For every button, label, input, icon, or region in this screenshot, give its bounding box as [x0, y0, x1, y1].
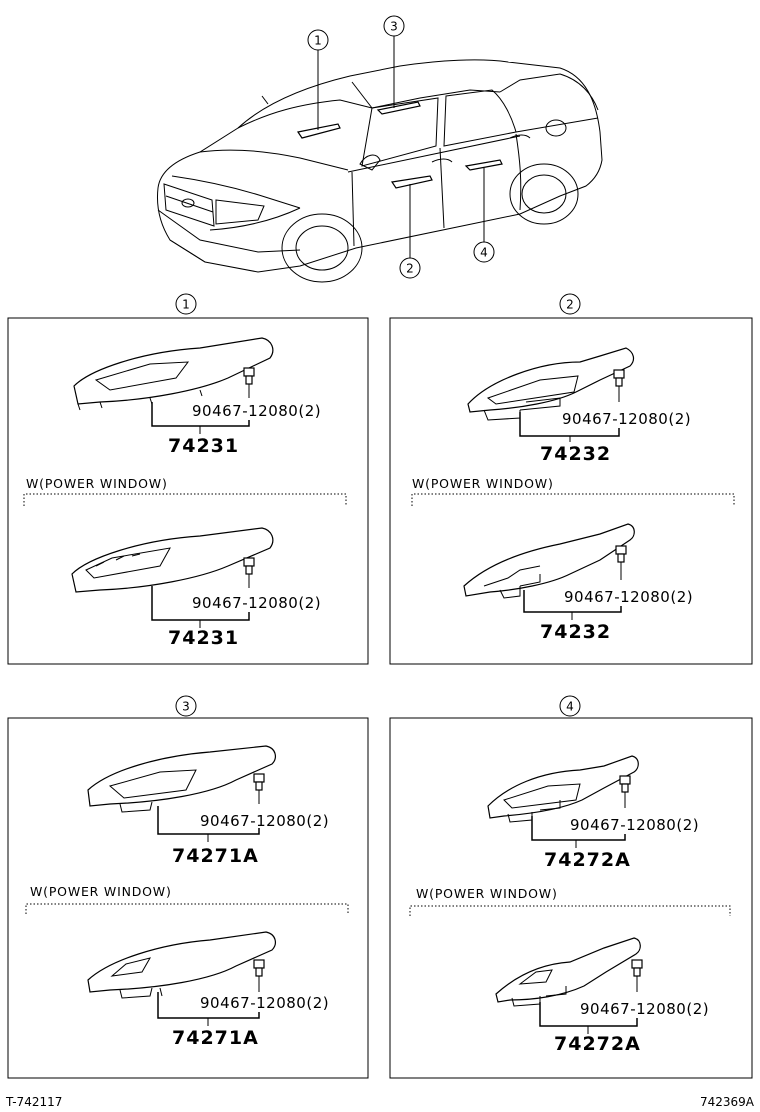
part-number: 74231 — [168, 435, 239, 457]
screw-part-number: 90467-12080(2) — [192, 402, 321, 420]
part-number: 74232 — [540, 443, 611, 465]
svg-text:1: 1 — [182, 298, 190, 312]
screw-icon — [253, 959, 265, 977]
condition-label: W(POWER WINDOW) — [26, 476, 168, 491]
car-illustration — [157, 59, 603, 283]
panel-4: 4 90467-12080(2) 74272A W(POWER WINDOW) … — [389, 695, 753, 1079]
callout-1: 1 — [314, 34, 322, 48]
footer-left-code: T-742117 — [5, 1095, 62, 1109]
screw-icon — [613, 369, 625, 387]
screw-part-number: 90467-12080(2) — [570, 816, 699, 834]
screw-part-number: 90467-12080(2) — [192, 594, 321, 612]
screw-icon — [619, 775, 631, 793]
screw-part-number: 90467-12080(2) — [200, 994, 329, 1012]
svg-text:4: 4 — [566, 700, 574, 714]
callout-3: 3 — [390, 20, 398, 34]
part-number: 74272A — [544, 849, 631, 871]
svg-text:2: 2 — [566, 298, 574, 312]
condition-label: W(POWER WINDOW) — [30, 884, 172, 899]
footer-right-code: 742369A — [700, 1095, 755, 1109]
screw-icon — [253, 773, 265, 791]
screw-part-number: 90467-12080(2) — [562, 410, 691, 428]
panel-2: 2 90467-12080(2) 74232 W(POWER WINDOW) 9… — [389, 293, 753, 665]
condition-label: W(POWER WINDOW) — [416, 886, 558, 901]
callout-2: 2 — [406, 262, 414, 276]
screw-icon — [243, 367, 255, 385]
screw-icon — [615, 545, 627, 563]
part-number: 74272A — [554, 1033, 641, 1055]
panel-1: 1 90467-12080(2) 74231 W(POWER WINDOW) 9… — [7, 293, 369, 665]
screw-part-number: 90467-12080(2) — [564, 588, 693, 606]
screw-icon — [243, 557, 255, 575]
part-number: 74231 — [168, 627, 239, 649]
callout-4: 4 — [480, 246, 488, 260]
screw-icon — [631, 959, 643, 977]
screw-part-number: 90467-12080(2) — [580, 1000, 709, 1018]
part-number: 74232 — [540, 621, 611, 643]
part-number: 74271A — [172, 1027, 259, 1049]
condition-label: W(POWER WINDOW) — [412, 476, 554, 491]
screw-part-number: 90467-12080(2) — [200, 812, 329, 830]
svg-text:3: 3 — [182, 700, 190, 714]
car-callouts: 1 3 2 4 — [307, 15, 495, 279]
panel-3: 3 90467-12080(2) 74271A W(POWER WINDOW) … — [7, 695, 369, 1079]
part-number: 74271A — [172, 845, 259, 867]
